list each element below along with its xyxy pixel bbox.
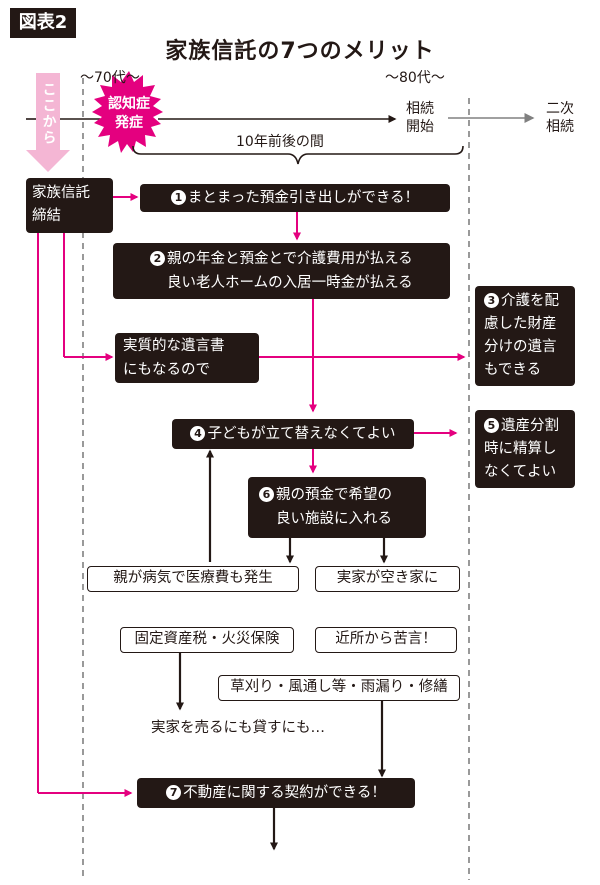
diagram-title: 家族信託の7つのメリット	[165, 39, 435, 64]
dementia-label: 認知症 発症	[108, 96, 150, 131]
merit-4-number: 4	[190, 426, 206, 441]
merit-3-number: 3	[484, 293, 499, 308]
start-label: ここから	[40, 82, 57, 146]
parent-illness-note: 親が病気で医療費も発生	[87, 566, 299, 592]
merit-1-number: 1	[170, 190, 186, 205]
age-80-label: 〜80代〜	[385, 70, 445, 86]
vacant-house-note: 実家が空き家に	[315, 566, 460, 592]
maintenance-note: 草刈り・風通し等・雨漏り・修繕	[218, 675, 460, 701]
start-arrow	[26, 73, 70, 172]
figure-tag: 図表2	[10, 8, 76, 38]
inheritance-start-label: 相続 開始	[406, 101, 434, 135]
age-70-label: 〜70代〜	[80, 70, 140, 86]
trust-contract-box: 家族信託 締結	[26, 178, 113, 233]
span-brace	[132, 145, 464, 165]
merit-6-number: 6	[259, 487, 274, 502]
merit-2-number: 2	[150, 251, 165, 266]
secondary-inheritance-label: 二次 相続	[546, 101, 574, 135]
merit-7-number: 7	[166, 785, 182, 800]
property-tax-note: 固定資産税・火災保険	[120, 627, 294, 653]
span-label: 10年前後の間	[236, 134, 324, 150]
neighbor-complaint-note: 近所から苦言！	[315, 627, 457, 653]
dementia-burst	[92, 71, 163, 153]
merit-5-number: 5	[484, 418, 499, 433]
will-note-box: 実質的な遺言書 にもなるので	[115, 333, 259, 383]
sell-or-rent-note: 実家を売るにも貸すにも…	[151, 720, 325, 736]
